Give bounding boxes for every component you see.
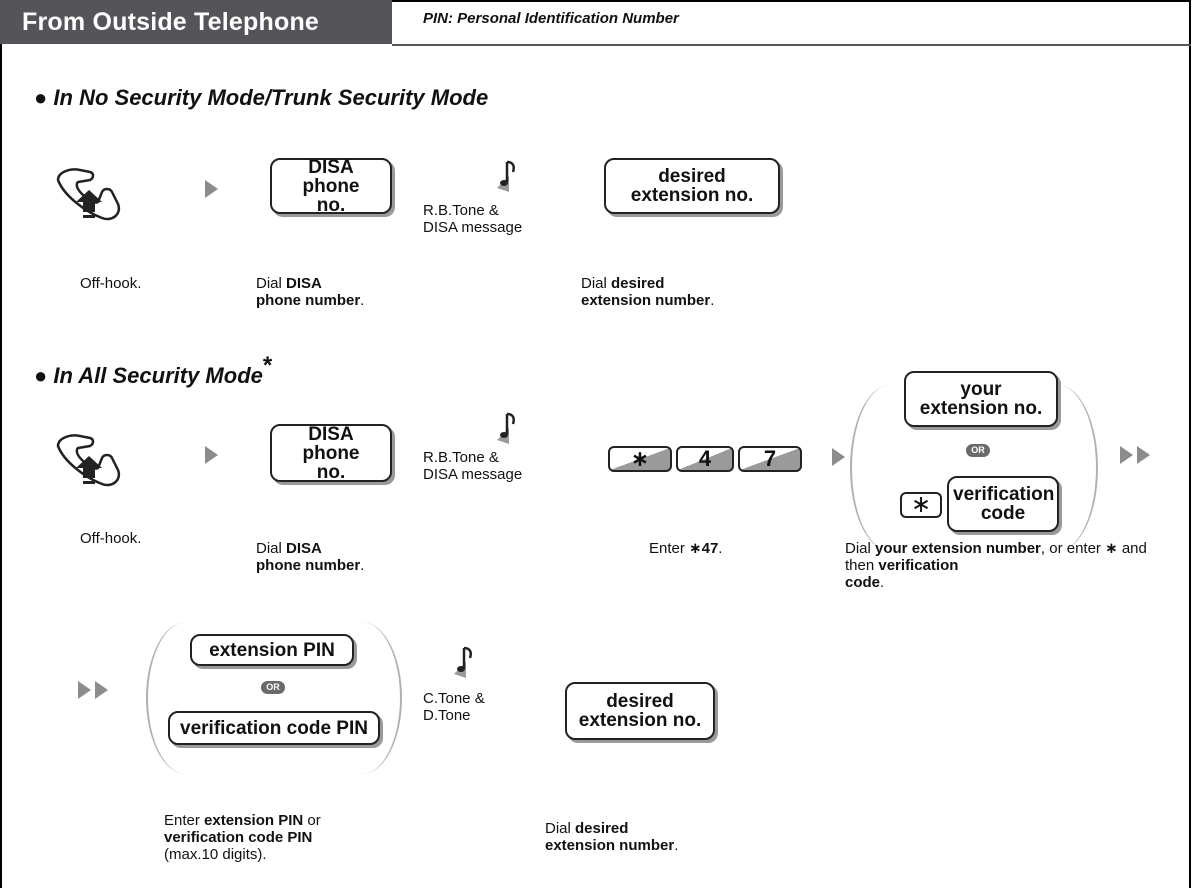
desired-extension-key-label: desired extension no. [578,691,702,731]
max-digits-text: (max.10 digits). [164,846,267,863]
bullet-icon: ● [34,363,48,388]
header-rule [392,44,1191,46]
dial-disa-bold: DISA [286,540,322,557]
tone-line-2: DISA message [423,219,523,236]
dial-prefix: Dial [845,540,876,557]
your-extension-key: your extension no. [904,371,1058,427]
disa-phone-key-label: DISA phone no. [302,423,360,483]
desired-extension-key: desired extension no. [565,682,715,740]
dial-extension-number-bold: extension number [581,292,711,309]
star-bold: ∗ [1105,540,1118,557]
extension-pin-key: extension PIN [190,634,354,666]
tone-line-1: C.Tone & [423,690,485,707]
tone-line-1: R.B.Tone & [423,202,499,219]
disa-phone-key: DISA phone no. [270,156,392,216]
enter-prefix: Enter [649,540,690,557]
verification-code-key-label: verification code [953,484,1055,524]
desired-extension-key-label: desired extension no. [630,166,754,206]
extension-pin-bold: extension PIN [204,812,304,829]
paren-left [146,622,186,774]
key-7: 7 [738,446,802,472]
period: . [718,540,723,557]
verification-code-pin-key: verification code PIN [168,711,380,745]
handset-offhook-icon [56,434,121,487]
period: . [360,292,365,309]
section-heading-text: In All Security Mode [53,363,263,388]
disa-phone-key: DISA phone no. [270,424,392,482]
dial-extension-instruction: Dial desired extension number. [545,820,678,854]
dial-phone-number-bold: phone number [256,292,361,309]
key-4: 4 [676,446,734,472]
or-enter-text: , or enter [1040,540,1106,557]
footnote-star: * [262,352,273,379]
tone-line-1: R.B.Tone & [423,449,499,466]
desired-extension-key: desired extension no. [604,158,780,214]
tone-line-2: DISA message [423,466,523,483]
paren-right [1058,385,1098,551]
verification-code-key: verification code [947,476,1059,532]
verification-code-pin-bold: verification code PIN [164,829,313,846]
offhook-label: Off-hook. [80,530,142,547]
bullet-icon: ● [34,85,48,110]
period: . [360,557,365,574]
dial-prefix: Dial [256,275,287,292]
or-word: or [303,812,321,829]
dial-prefix: Dial [545,820,576,837]
or-badge-icon: OR [966,444,990,457]
dial-disa-instruction: Dial DISA phone number. [256,540,364,574]
enter-prefix: Enter [164,812,205,829]
or-badge-icon: OR [261,681,285,694]
arrow-right-icon [205,180,218,198]
dial-extension-number-bold: extension number [545,837,675,854]
arrow-right-icon [205,446,218,464]
offhook-label: Off-hook. [80,275,142,292]
enter-pin-instruction: Enter extension PIN or verification code… [164,812,321,863]
double-arrow-icon [1120,446,1160,464]
period: . [674,837,679,854]
page-title: From Outside Telephone [0,0,392,44]
tone-label: R.B.Tone & DISA message [423,202,522,236]
music-note-icon [497,160,515,192]
enter-code-bold: ∗47 [689,540,719,557]
disa-phone-key-label: DISA phone no. [302,156,360,216]
dial-extension-instruction: Dial desired extension number. [581,275,714,309]
your-extension-bold: your extension number [875,540,1041,557]
verification-bold: verification [878,557,959,574]
dial-disa-bold: DISA [286,275,322,292]
code-bold: code [845,574,881,591]
paren-right [362,622,402,774]
dial-desired-bold: desired [611,275,665,292]
dial-prefix: Dial [256,540,287,557]
pin-note: PIN: Personal Identification Number [423,10,679,27]
and-then-text: and then [845,540,1147,574]
paren-left [850,385,890,551]
dial-disa-instruction: Dial DISA phone number. [256,275,364,309]
double-arrow-icon [78,681,118,699]
arrow-right-icon [832,448,845,466]
section-heading-text: In No Security Mode/Trunk Security Mode [53,85,489,110]
music-note-icon [497,412,515,444]
enter-47-instruction: Enter ∗47. [649,540,722,557]
handset-offhook-icon [56,168,121,221]
dial-phone-number-bold: phone number [256,557,361,574]
tone-label: R.B.Tone & DISA message [423,449,522,483]
your-extension-key-label: your extension no. [919,379,1043,419]
period: . [880,574,885,591]
star-key: ∗ [608,446,672,472]
dial-prefix: Dial [581,275,612,292]
period: . [710,292,715,309]
music-note-icon [454,646,472,678]
star-key: ∗ [900,492,942,518]
section-heading-all-security: ● In All Security Mode* [34,352,272,389]
tone-label: C.Tone & D.Tone [423,690,485,724]
section-heading-no-security: ● In No Security Mode/Trunk Security Mod… [34,85,488,111]
tone-line-2: D.Tone [423,707,471,724]
dial-desired-bold: desired [575,820,629,837]
dial-your-extension-instruction: Dial your extension number, or enter ∗ a… [845,540,1165,591]
